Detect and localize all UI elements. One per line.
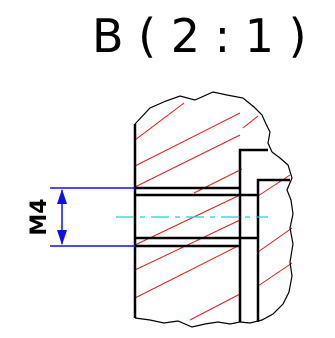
dimension-arrow-bottom bbox=[57, 230, 67, 245]
break-lines bbox=[134, 91, 294, 328]
view-title: B ( 2 : 1 ) bbox=[92, 9, 307, 63]
dimension-arrow-top bbox=[57, 189, 67, 204]
section-hatching bbox=[134, 102, 293, 321]
threaded-hole bbox=[135, 186, 258, 248]
thread-size-label: M4 bbox=[27, 198, 52, 235]
part-outline bbox=[133, 124, 290, 322]
